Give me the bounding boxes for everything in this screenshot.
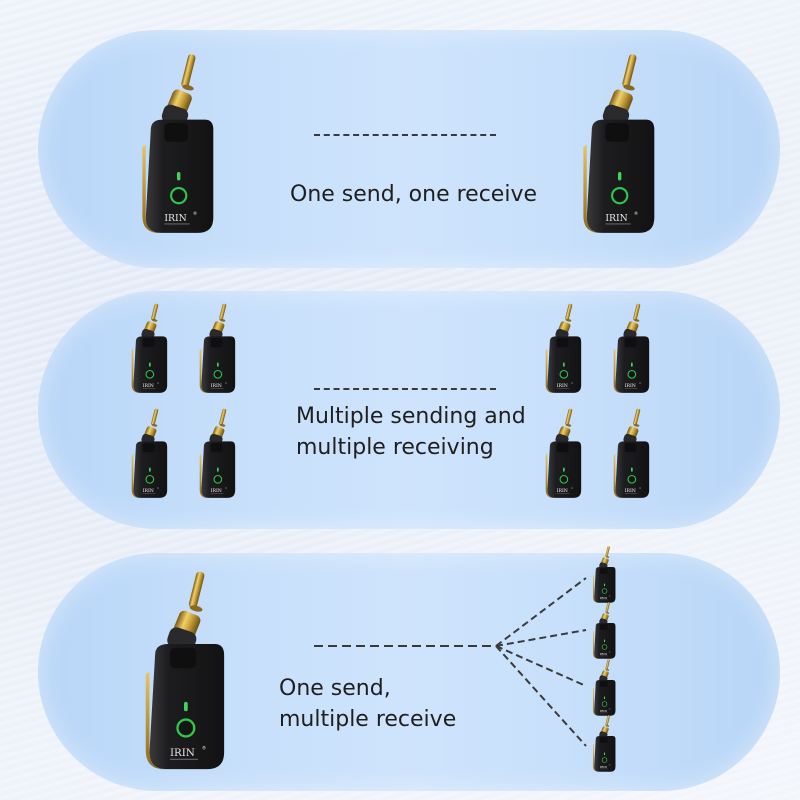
dashed-link-line — [314, 388, 496, 390]
receiver-device-image — [544, 398, 582, 510]
receiver-device-image — [592, 599, 616, 663]
panel-caption-one-to-one: One send, one receive — [290, 179, 537, 210]
panel-caption-one-to-many: One send, multiple receive — [279, 673, 456, 735]
receiver-device-image — [544, 293, 582, 405]
receiver-device-image — [612, 398, 650, 510]
dashed-link-line — [314, 134, 496, 136]
caption-line: One send, one receive — [290, 182, 538, 207]
fan-out-dashed-lines — [314, 577, 587, 747]
receiver-device-image — [592, 656, 616, 720]
caption-line: multiple receiving — [296, 435, 494, 460]
caption-line: multiple receive — [279, 707, 457, 732]
receiver-device-image — [592, 712, 616, 776]
receiver-device-image — [592, 543, 616, 607]
transmitter-device-image — [142, 546, 226, 798]
receiver-device-image — [612, 293, 650, 405]
receiver-device-image — [580, 30, 656, 260]
transmitter-device-image — [198, 398, 236, 510]
panel-caption-many-to-many: Multiple sending and multiple receiving — [296, 401, 526, 463]
caption-line: One send, — [279, 676, 391, 701]
caption-line: Multiple sending and — [296, 404, 526, 429]
transmitter-device-image — [130, 398, 168, 510]
transmitter-device-image — [198, 293, 236, 405]
transmitter-device-image — [139, 30, 215, 260]
transmitter-device-image — [130, 293, 168, 405]
